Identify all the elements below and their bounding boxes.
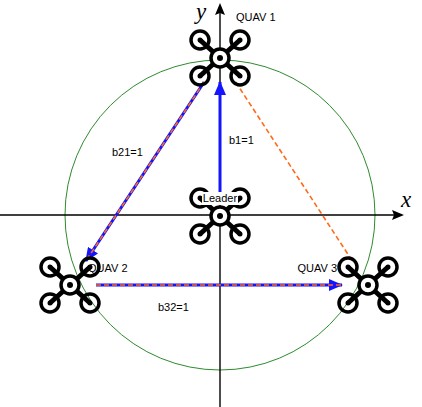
rotor-hub xyxy=(48,301,53,306)
weight-label: b1=1 xyxy=(229,134,254,147)
rotor-hub xyxy=(346,265,351,270)
drone-label: QUAV 3 xyxy=(296,262,338,275)
center-hub xyxy=(217,213,223,219)
x-axis xyxy=(0,214,396,215)
quadrotor-icon xyxy=(342,261,394,309)
quadrotor-body xyxy=(191,31,249,85)
communication-arrow xyxy=(86,82,204,261)
rotor xyxy=(41,294,59,312)
y-axis-arrowhead xyxy=(215,3,225,15)
rotor xyxy=(339,258,357,276)
rotor xyxy=(339,294,357,312)
rotor-hub xyxy=(198,74,203,79)
link-line xyxy=(236,82,353,261)
weight-label: b32=1 xyxy=(158,301,189,314)
link-line xyxy=(96,284,342,286)
weight-label: b21=1 xyxy=(112,146,143,159)
quadrotor-icon xyxy=(194,34,246,82)
center-body xyxy=(359,276,377,294)
rotor-hub xyxy=(238,232,243,237)
rotor xyxy=(379,294,397,312)
drone-label: Leader xyxy=(202,192,238,205)
rotor-hub xyxy=(88,301,93,306)
rotor xyxy=(231,31,249,49)
center-hub xyxy=(67,282,73,288)
rotor xyxy=(231,225,249,243)
axis-label: x xyxy=(401,188,411,212)
center-hub xyxy=(365,282,371,288)
rotor-hub xyxy=(346,301,351,306)
link-line xyxy=(86,82,204,261)
quadrotor: QUAV 1 xyxy=(194,34,246,82)
rotor-hub xyxy=(238,196,243,201)
drone-label: QUAV 2 xyxy=(87,262,129,275)
rotor xyxy=(379,258,397,276)
center-hub xyxy=(217,55,223,61)
axis-label: y xyxy=(196,0,206,24)
rotor xyxy=(191,225,209,243)
communication-arrow xyxy=(96,284,342,287)
center-body xyxy=(211,207,229,225)
rotor-hub xyxy=(238,74,243,79)
drone-label: QUAV 1 xyxy=(235,11,277,24)
quadrotor-body xyxy=(191,189,249,243)
rotor-hub xyxy=(238,38,243,43)
rotor xyxy=(191,31,209,49)
rotor xyxy=(231,67,249,85)
rotor-hub xyxy=(386,265,391,270)
center-body xyxy=(61,276,79,294)
rotor xyxy=(191,67,209,85)
center-body xyxy=(211,49,229,67)
rotor-hub xyxy=(48,265,53,270)
quadrotor-body xyxy=(339,258,397,312)
rotor-hub xyxy=(198,232,203,237)
rotor-hub xyxy=(386,301,391,306)
quadrotor: QUAV 2 xyxy=(44,261,96,309)
quadrotor: QUAV 3 xyxy=(342,261,394,309)
rotor xyxy=(81,294,99,312)
communication-arrow xyxy=(219,82,222,192)
rotor xyxy=(41,258,59,276)
quadrotor: Leader xyxy=(194,192,246,240)
rotor-hub xyxy=(198,38,203,43)
